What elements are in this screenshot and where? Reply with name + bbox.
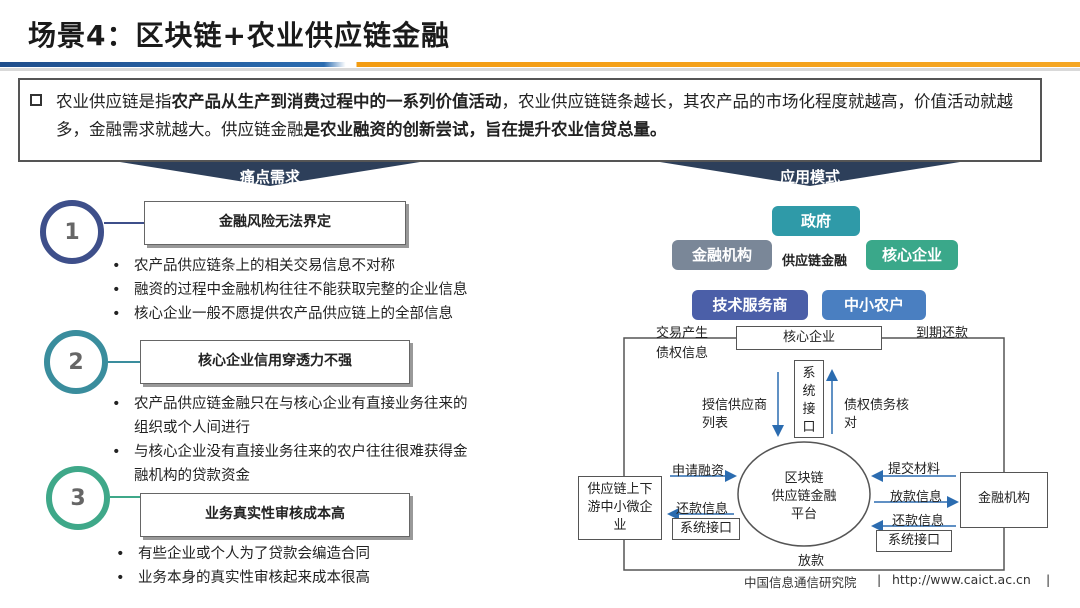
trade-debt-label: 债权信息 [656, 346, 709, 361]
platform-ellipse [737, 441, 871, 547]
pain-number-circle: 2 [44, 330, 108, 394]
bullet-dot: • [112, 258, 121, 274]
list-item: • 融资的过程中金融机构往往不能获取完整的企业信息 [112, 278, 468, 302]
list-item: • 与核心企业没有直接业务往来的农户往往很难获得金 [112, 440, 468, 464]
model-section-banner [660, 162, 960, 186]
blockchain-platform-label: 区块链 供应链金融 平台 [750, 470, 858, 524]
repayment-info-label: 还款信息 [892, 514, 945, 529]
bullet-text: 业务本身的真实性审核起来成本很高 [138, 570, 370, 586]
repayment-info-label: 还款信息 [676, 502, 729, 517]
sme-box: 供应链上下 游中小微企 业 [578, 476, 662, 540]
bullet-dot: • [112, 396, 121, 412]
financial-institution-box: 金融机构 [960, 472, 1048, 528]
header-divider [0, 68, 1080, 71]
footer-url[interactable]: http://www.caict.ac.cn [892, 572, 1031, 587]
sme-line: 业 [613, 518, 627, 533]
page-title: 场景4：区块链+农业供应链金融 [28, 19, 450, 52]
list-item: 组织或个人间进行 [112, 416, 468, 440]
platform-line: 平台 [790, 507, 817, 522]
government-pill: 政府 [772, 206, 860, 236]
core-enterprise-pill: 核心企业 [866, 240, 958, 270]
debt-reconciliation-label: 债权债务核 [844, 398, 910, 413]
bullet-text: 核心企业一般不愿提供农产品供应链上的全部信息 [134, 306, 453, 322]
footer-org: 中国信息通信研究院 [744, 575, 857, 590]
square-bullet-icon [30, 94, 42, 106]
bullet-text: 有些企业或个人为了贷款会编造合同 [138, 546, 370, 562]
list-item: • 核心企业一般不愿提供农产品供应链上的全部信息 [112, 302, 468, 326]
intro-text-part: ，农业供应链链条越长，其农产品的市场化程度就越高，价值活动就越多，金融需求就越大… [56, 92, 1013, 139]
pain-section-banner [120, 162, 420, 186]
pain-bullet-list: • 有些企业或个人为了贷款会编造合同 • 业务本身的真实性审核起来成本很高 [116, 542, 370, 590]
apply-financing-label: 申请融资 [672, 464, 725, 479]
pain-number-circle: 3 [46, 466, 110, 530]
bullet-text: 农产品供应链金融只在与核心企业有直接业务往来的 [134, 396, 468, 412]
bullet-text: 融资的过程中金融机构往往不能获取完整的企业信息 [134, 282, 468, 298]
list-item: • 农产品供应链金融只在与核心企业有直接业务往来的 [112, 392, 468, 416]
connector-line [104, 222, 144, 224]
intro-text-bold: 是农业融资的创新尝试，旨在提升农业信贷总量。 [303, 120, 667, 139]
list-item: • 农产品供应链条上的相关交易信息不对称 [112, 254, 468, 278]
system-interface-char: 接 [802, 402, 816, 417]
pain-title-box: 业务真实性审核成本高 [140, 493, 410, 537]
system-interface-vertical-box: 系 统 接 口 [794, 360, 824, 438]
bullet-text: 与核心企业没有直接业务往来的农户往往很难获得金 [134, 444, 468, 460]
system-interface-char: 口 [802, 420, 816, 435]
list-item: 融机构的贷款资金 [112, 464, 468, 488]
maturity-repayment-label: 到期还款 [916, 326, 969, 341]
list-item: • 业务本身的真实性审核起来成本很高 [116, 566, 370, 590]
bullet-text: 融机构的贷款资金 [134, 468, 250, 484]
sme-line: 供应链上下 [587, 482, 653, 497]
debt-reconciliation-label: 对 [844, 416, 858, 431]
trade-debt-label: 交易产生 [656, 326, 709, 341]
connector-line [110, 496, 140, 498]
pain-number-circle: 1 [40, 200, 104, 264]
pain-bullet-list: • 农产品供应链金融只在与核心企业有直接业务往来的 组织或个人间进行 • 与核心企业… [112, 392, 468, 488]
pain-section-title: 痛点需求 [239, 168, 300, 186]
sme-line: 游中小微企 [587, 500, 653, 515]
connector-line [108, 361, 140, 363]
intro-text: 农业供应链是指农产品从生产到消费过程中的一系列价值活动，农业供应链链条越长，其农… [56, 88, 1036, 144]
bullet-dot: • [112, 306, 121, 322]
intro-text-part: 农业供应链是指 [56, 92, 172, 111]
pain-title-box: 金融风险无法界定 [144, 201, 406, 245]
tech-provider-pill: 技术服务商 [692, 290, 808, 320]
financial-institution-pill: 金融机构 [672, 240, 772, 270]
intro-text-bold: 农产品从生产到消费过程中的一系列价值活动 [171, 92, 502, 111]
platform-line: 供应链金融 [771, 489, 837, 504]
bullet-text: 组织或个人间进行 [134, 420, 250, 436]
header-accent-bar [0, 62, 1080, 67]
credit-supplier-list-label: 授信供应商 [702, 398, 768, 413]
list-item: • 有些企业或个人为了贷款会编造合同 [116, 542, 370, 566]
footer-separator: | [877, 572, 882, 587]
bullet-dot: • [116, 546, 125, 562]
submit-materials-label: 提交材料 [888, 462, 941, 477]
footer-separator: | [1046, 572, 1051, 587]
model-section-title: 应用模式 [779, 168, 840, 186]
pain-title-box: 核心企业信用穿透力不强 [140, 340, 410, 384]
loan-disbursement-label: 放款 [798, 554, 825, 569]
pain-bullet-list: • 农产品供应链条上的相关交易信息不对称 • 融资的过程中金融机构往往不能获取完整的… [112, 254, 468, 326]
bullet-text: 农产品供应链条上的相关交易信息不对称 [134, 258, 395, 274]
core-enterprise-box: 核心企业 [736, 326, 882, 350]
system-interface-char: 统 [802, 384, 816, 399]
smallholder-farmers-pill: 中小农户 [822, 290, 926, 320]
system-interface-box: 系统接口 [672, 518, 740, 540]
bullet-dot: • [116, 570, 125, 586]
intro-box: 农业供应链是指农产品从生产到消费过程中的一系列价值活动，农业供应链链条越长，其农… [18, 78, 1042, 162]
supply-chain-finance-label: 供应链金融 [782, 254, 848, 269]
loan-info-label: 放款信息 [890, 490, 943, 505]
bullet-dot: • [112, 444, 121, 460]
credit-supplier-list-label: 列表 [702, 416, 729, 431]
platform-line: 区块链 [784, 471, 824, 486]
bullet-dot: • [112, 282, 121, 298]
system-interface-char: 系 [802, 366, 816, 381]
system-interface-box: 系统接口 [876, 530, 952, 552]
flow-diagram [623, 337, 1005, 571]
